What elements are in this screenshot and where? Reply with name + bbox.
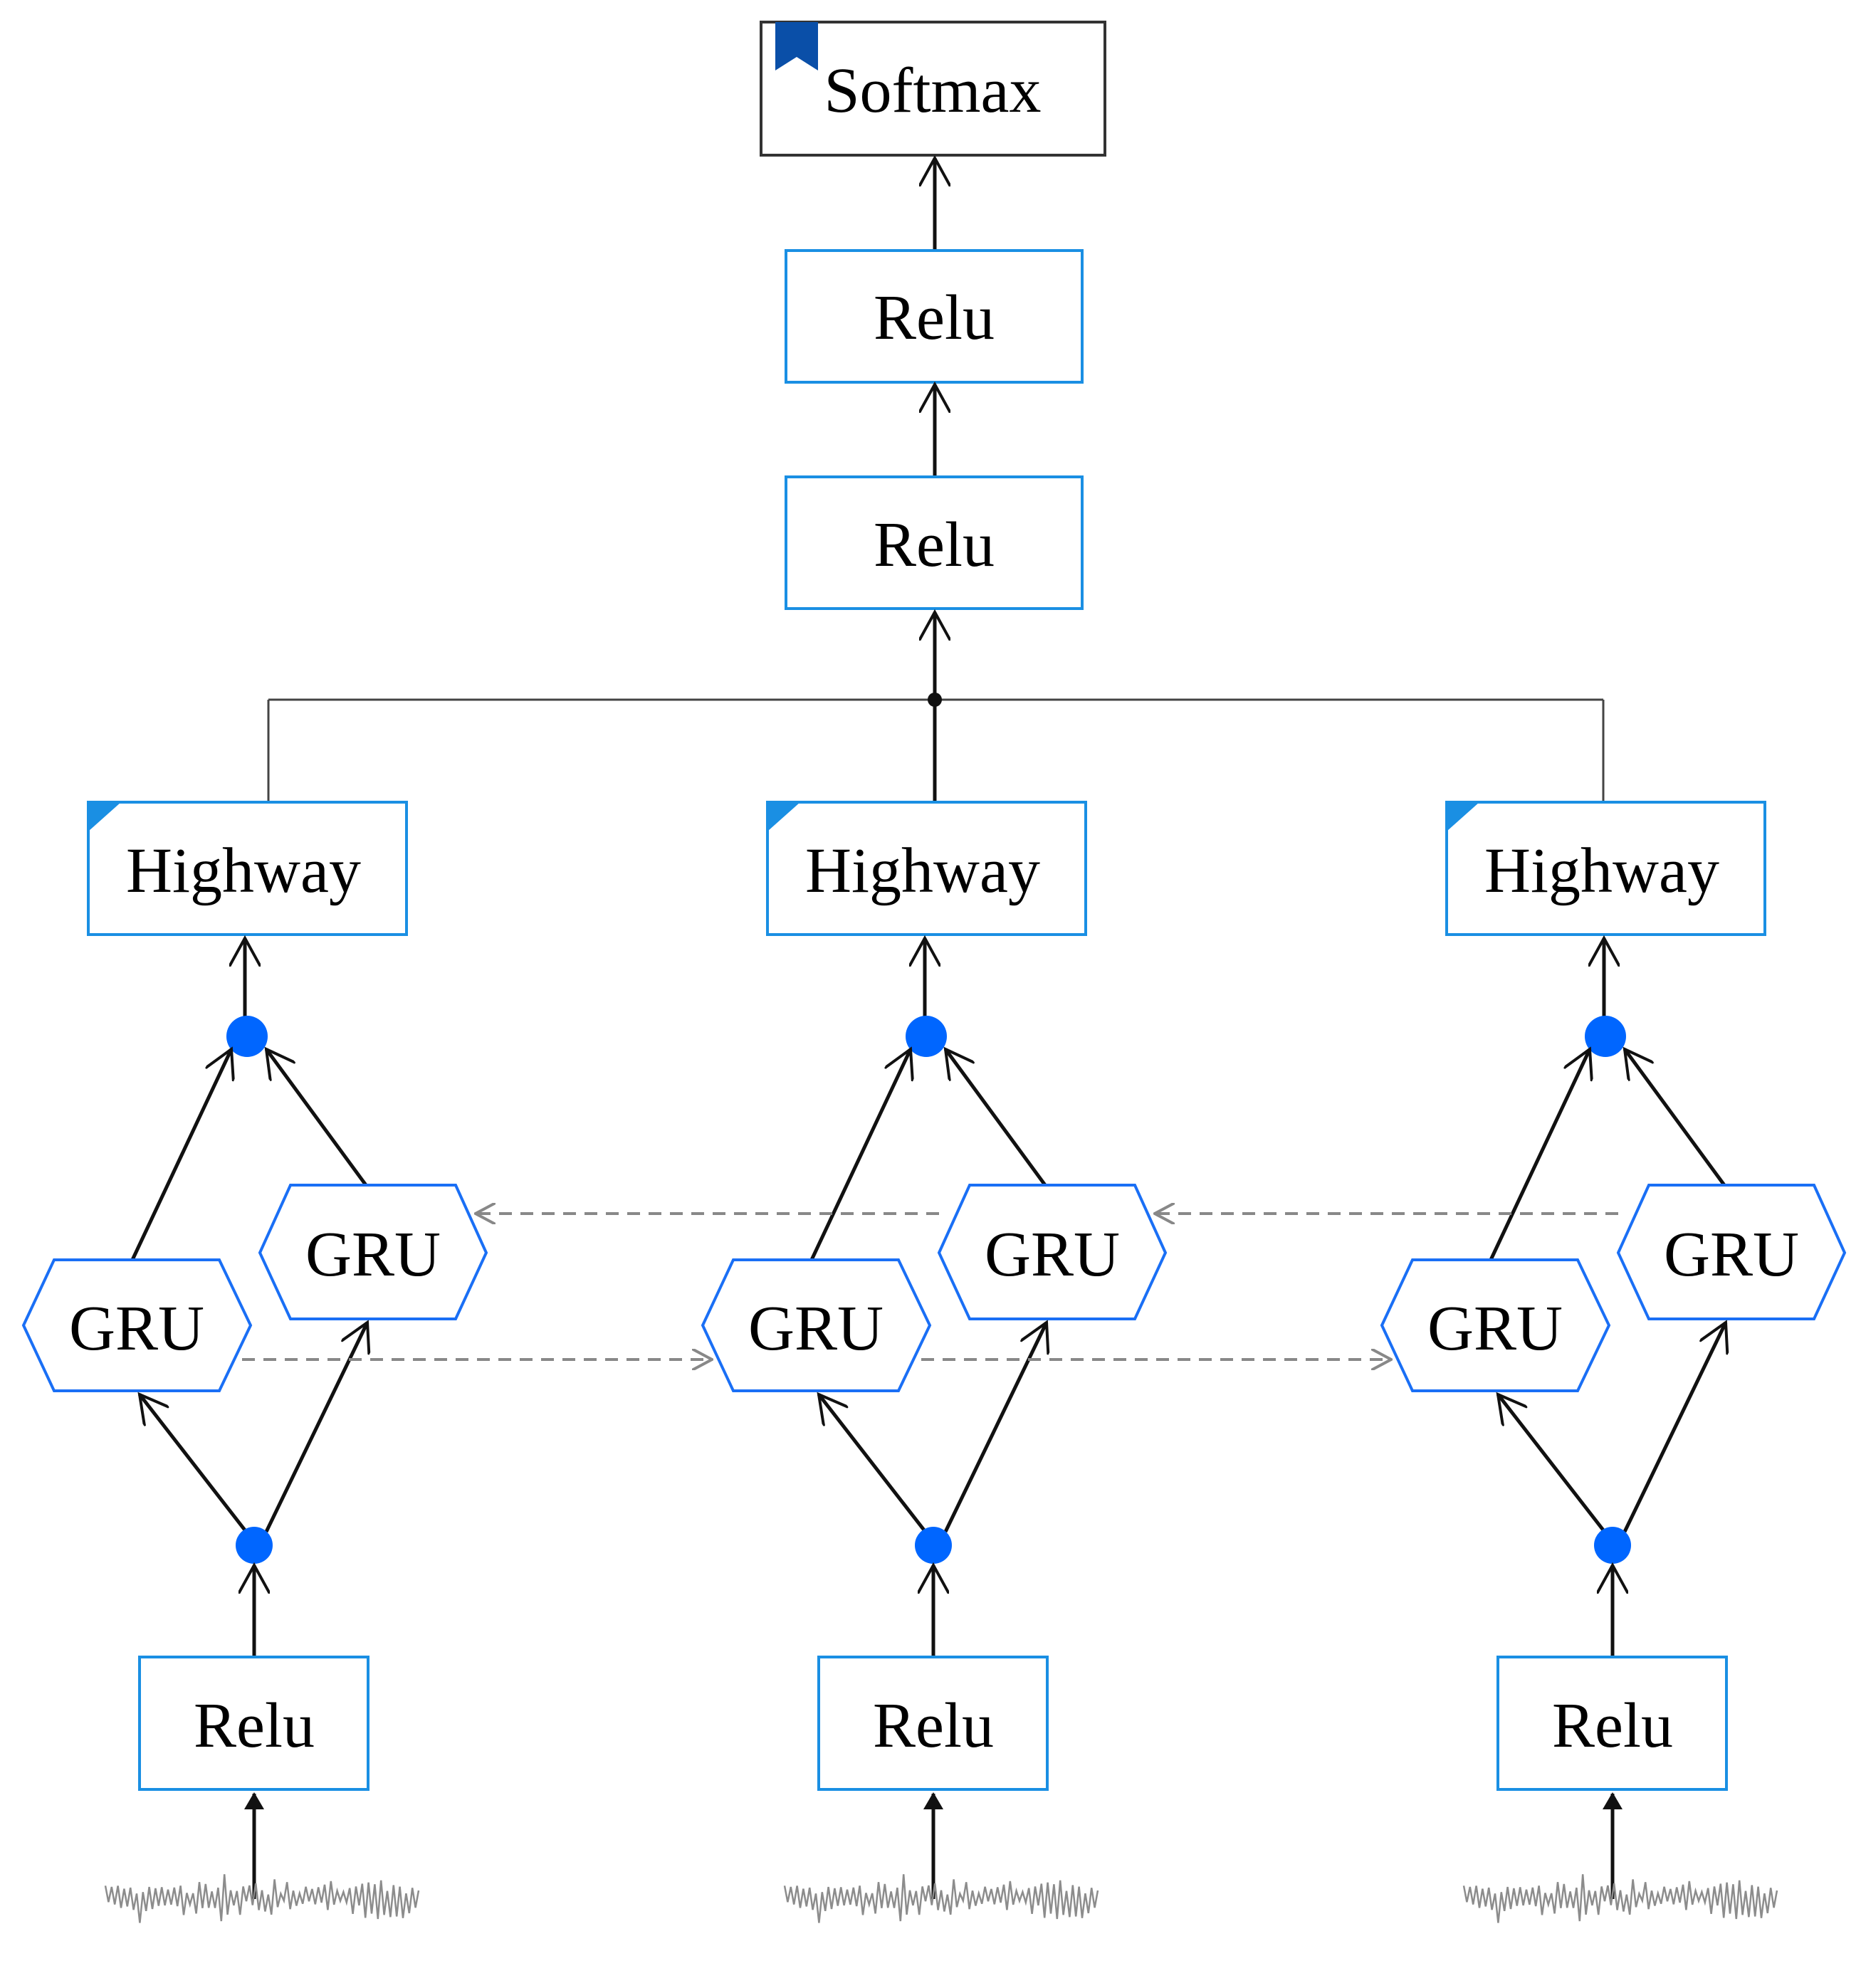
edge-split-to-gru-backward [264, 1322, 367, 1533]
edge-gru-backward-to-dot [266, 1049, 368, 1187]
gru-forward-node: GRU [701, 1258, 932, 1392]
folded-corner-icon [1447, 802, 1479, 831]
column-2: Highway GRU GRU Relu [701, 801, 1168, 1923]
relu-input-node: Relu [1496, 1656, 1728, 1791]
relu-input-node: Relu [817, 1656, 1049, 1791]
gru-backward-node: GRU [937, 1184, 1168, 1320]
edge-gru-forward-to-dot [130, 1049, 231, 1261]
folded-corner-icon [88, 802, 121, 831]
concat-dot [226, 1016, 268, 1057]
edge-split-to-gru-forward [1498, 1394, 1605, 1532]
split-dot [1594, 1527, 1631, 1564]
edge-gru-forward-to-dot [1489, 1049, 1590, 1261]
gru-backward-node: GRU [1616, 1184, 1847, 1320]
gru-forward-node: GRU [1380, 1258, 1611, 1392]
column-3: Highway GRU GRU Relu [1380, 801, 1847, 1923]
softmax-label: Softmax [824, 56, 1042, 126]
relu-top-node: Relu [785, 249, 1084, 384]
folded-corner-icon [767, 802, 800, 831]
softmax-node: Softmax [760, 21, 1106, 157]
concat-dot [906, 1016, 947, 1057]
gru-forward-label: GRU [1427, 1293, 1563, 1364]
highway-label: Highway [805, 836, 1040, 906]
concat-dot [1585, 1016, 1626, 1057]
split-dot [915, 1527, 952, 1564]
edge-split-to-gru-forward [140, 1394, 247, 1532]
relu-mid-label: Relu [874, 510, 995, 580]
edge-split-to-gru-forward [819, 1394, 926, 1532]
edge-gru-backward-to-dot [1625, 1049, 1726, 1187]
gru-backward-node: GRU [258, 1184, 488, 1320]
relu-input-label: Relu [873, 1690, 994, 1761]
highway-label: Highway [1484, 836, 1719, 906]
relu-input-label: Relu [1552, 1690, 1673, 1761]
relu-input-label: Relu [194, 1690, 315, 1761]
relu-top-label: Relu [874, 283, 995, 353]
gru-forward-node: GRU [21, 1258, 253, 1392]
highway-label: Highway [126, 836, 361, 906]
edge-split-to-gru-backward [943, 1322, 1047, 1533]
column-1: Highway GRU GRU Relu [21, 801, 488, 1923]
gru-backward-label: GRU [985, 1219, 1120, 1290]
edge-gru-forward-to-dot [809, 1049, 911, 1261]
bookmark-icon [775, 22, 818, 70]
highway-node: Highway [766, 801, 1087, 936]
relu-input-node: Relu [138, 1656, 369, 1791]
highway-node: Highway [87, 801, 408, 936]
recurrent-connections [242, 1214, 1618, 1359]
gru-backward-label: GRU [305, 1219, 441, 1290]
highway-merge [267, 612, 1605, 802]
waveform-icon [104, 1874, 420, 1923]
waveform-icon [783, 1874, 1099, 1923]
gru-backward-label: GRU [1664, 1219, 1799, 1290]
edge-split-to-gru-backward [1623, 1322, 1726, 1533]
gru-forward-label: GRU [748, 1293, 884, 1364]
highway-node: Highway [1445, 801, 1766, 936]
waveform-icon [1462, 1874, 1778, 1923]
gru-forward-label: GRU [69, 1293, 204, 1364]
split-dot [236, 1527, 273, 1564]
edge-gru-backward-to-dot [945, 1049, 1047, 1187]
relu-mid-node: Relu [785, 475, 1084, 610]
